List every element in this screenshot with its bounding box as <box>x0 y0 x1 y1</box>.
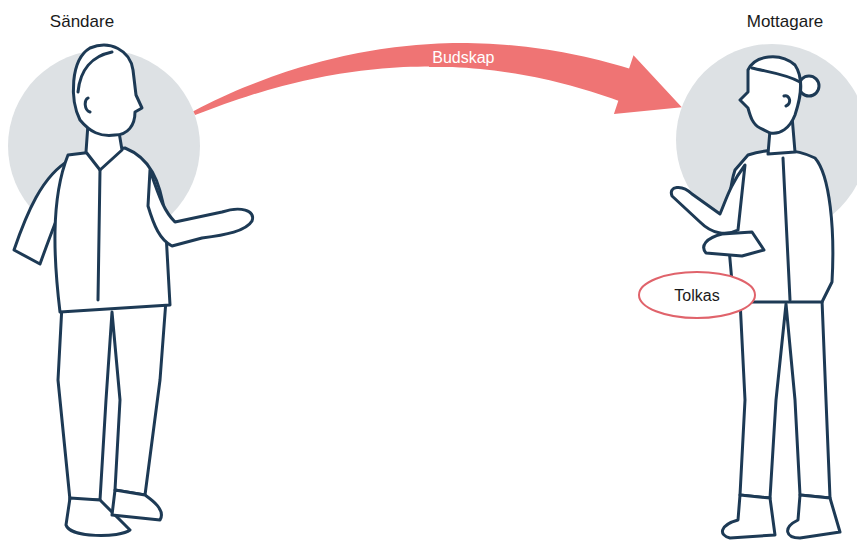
receiver-shoe <box>788 495 840 538</box>
role-heading: Sändare <box>50 12 114 32</box>
sender-hair <box>78 52 112 300</box>
interpretation-ellipse: Tolkas <box>638 271 756 319</box>
receiver-arm <box>704 232 764 256</box>
head-circle <box>676 44 857 236</box>
head-circle <box>8 50 200 242</box>
role-heading: Mottagare <box>747 12 824 32</box>
message-arrow <box>193 43 681 115</box>
receiver-shoe <box>722 495 775 538</box>
ellipse-outline <box>639 272 755 318</box>
node-text: Tolkas <box>674 286 719 305</box>
sender-figure <box>58 300 166 500</box>
arrow-label: Budskap <box>429 48 497 67</box>
receiver-hair <box>752 68 800 300</box>
receiver-figure <box>740 300 830 498</box>
sender-shirt <box>55 148 170 312</box>
sender-shoe <box>112 490 161 520</box>
